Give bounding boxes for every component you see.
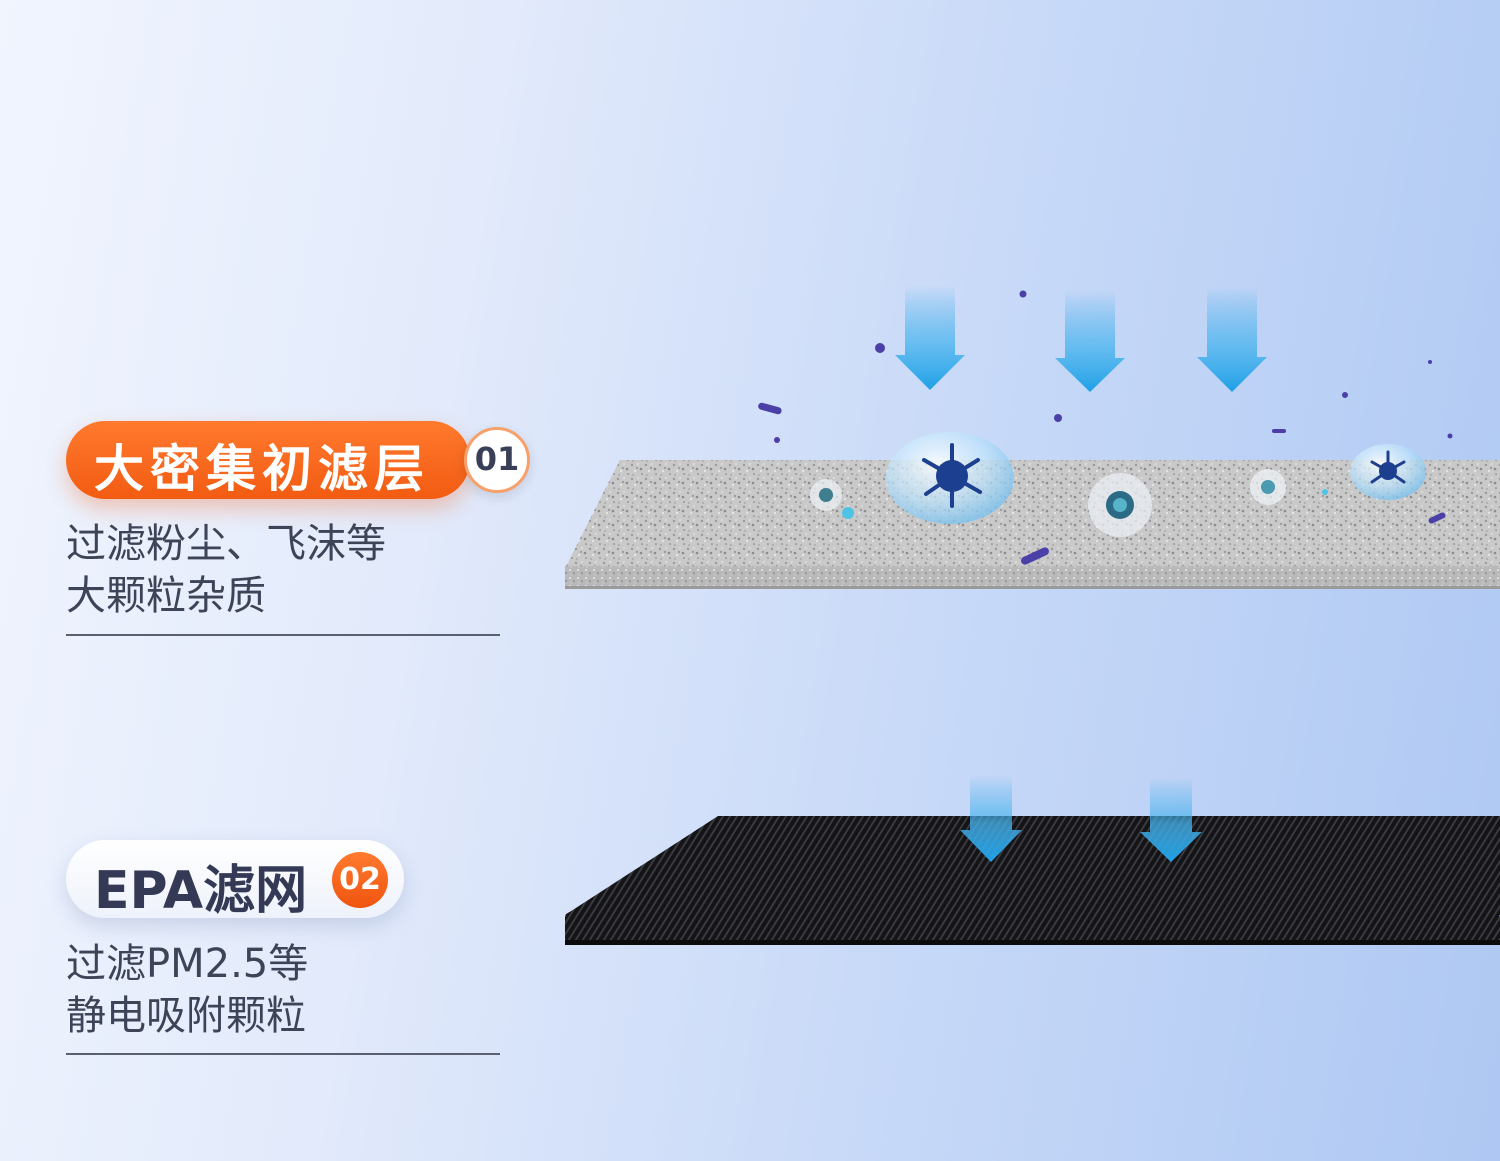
down-arrow-icon bbox=[1197, 287, 1267, 392]
layer-01-desc-line1: 过滤粉尘、飞沫等 bbox=[66, 521, 386, 567]
epa-filter-layer bbox=[565, 816, 1500, 945]
virus-bubble-icon bbox=[810, 479, 854, 519]
virus-bubble-icon bbox=[1250, 469, 1286, 505]
layer-02-title: EPA滤网 bbox=[94, 861, 308, 921]
layer-02-desc-line2: 静电吸附颗粒 bbox=[66, 993, 306, 1039]
down-arrow-icon bbox=[1055, 290, 1125, 392]
layer-02-number-badge: 02 bbox=[332, 852, 388, 908]
dust-particle-icon bbox=[758, 290, 1453, 565]
virus-bubble-icon bbox=[886, 432, 1014, 524]
layer-02-divider bbox=[66, 1053, 500, 1055]
layer-01-title: 大密集初滤层 bbox=[94, 440, 430, 498]
layer-01-desc-line2: 大颗粒杂质 bbox=[66, 573, 266, 619]
layer-01-divider bbox=[66, 634, 500, 636]
layer-01-title-pill: 大密集初滤层 bbox=[66, 421, 470, 499]
down-arrow-icon bbox=[960, 775, 1022, 862]
virus-bubble-icon bbox=[1350, 444, 1426, 500]
layer-01-number-badge: 01 bbox=[464, 427, 530, 493]
down-arrow-icon bbox=[895, 285, 965, 390]
down-arrow-icon bbox=[1140, 778, 1202, 862]
virus-bubble-icon bbox=[1088, 473, 1152, 537]
layer-02-desc-line1: 过滤PM2.5等 bbox=[66, 941, 309, 987]
layer-02-title-pill: EPA滤网 bbox=[66, 840, 404, 921]
